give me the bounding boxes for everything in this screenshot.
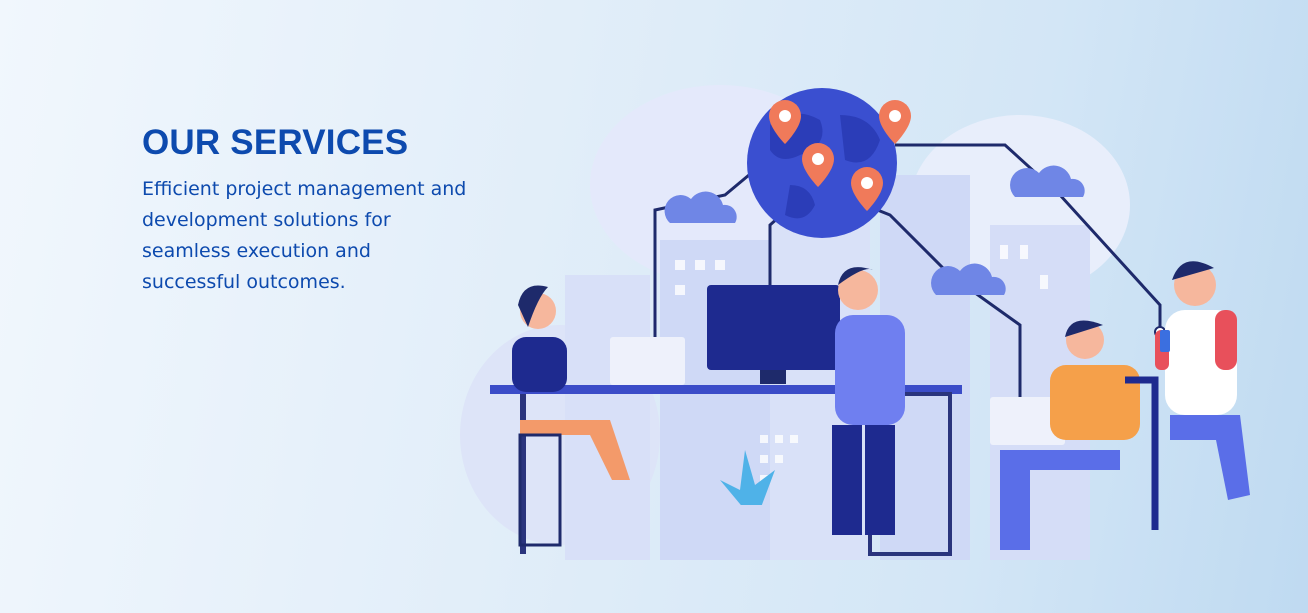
description-line: Efficient project management and xyxy=(142,178,467,200)
globe-continents xyxy=(770,113,880,219)
page-title: OUR SERVICES xyxy=(142,123,409,162)
potted-plant xyxy=(720,450,775,555)
description-line: development solutions for xyxy=(142,209,391,231)
hero-text-block: OUR SERVICES Efficient project managemen… xyxy=(142,122,466,298)
description-line: successful outcomes. xyxy=(142,271,346,293)
cloud-icon xyxy=(664,191,737,223)
laptop xyxy=(610,337,685,385)
team-collaboration-illustration xyxy=(460,85,1250,560)
hero-description: Efficient project management and develop… xyxy=(142,174,466,298)
desktop-monitor xyxy=(707,285,840,384)
location-pin-icon xyxy=(879,100,911,144)
location-pins xyxy=(769,100,911,211)
laptop xyxy=(990,397,1065,445)
description-line: seamless execution and xyxy=(142,240,371,262)
location-pin-icon xyxy=(802,143,834,187)
cloud-icons xyxy=(664,165,1085,295)
person-man-sitting xyxy=(1000,320,1159,550)
cloud-icon xyxy=(1010,165,1085,197)
person-man-standing xyxy=(832,267,905,535)
person-woman-with-laptop xyxy=(512,285,630,547)
person-man-with-phone xyxy=(1155,261,1250,500)
location-pin-icon xyxy=(769,100,801,144)
location-pin-icon xyxy=(851,167,883,211)
cloud-icon xyxy=(931,263,1006,295)
phone-icon xyxy=(1160,330,1170,352)
